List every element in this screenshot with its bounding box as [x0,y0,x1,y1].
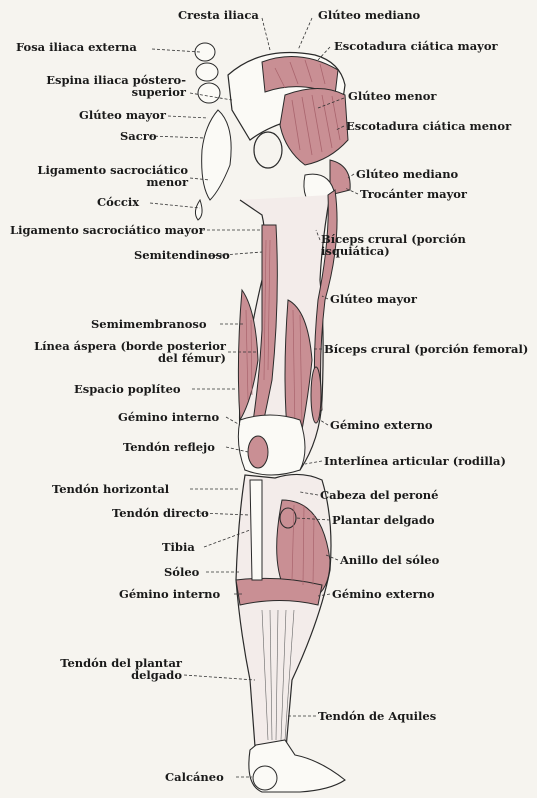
label-gemino-interno-top: Gémino interno [118,411,219,423]
label-tendon-directo: Tendón directo [112,507,209,519]
label-plantar-delgado: Plantar delgado [332,514,435,526]
label-ligamento-menor-line2: menor [18,176,188,188]
label-cabeza-perone: Cabeza del peroné [320,489,438,501]
label-linea-aspera: Línea áspera (borde posterior del fémur) [18,340,226,364]
medial-head-knee [248,436,268,468]
label-trocanter-mayor: Trocánter mayor [360,188,467,200]
label-gemino-externo-bottom: Gémino externo [332,588,435,600]
label-tibia: Tibia [162,541,195,553]
obturator-ring [254,132,282,168]
label-tendon-plantar-line2: delgado [38,669,182,681]
label-escotadura-ciatica-mayor: Escotadura ciática mayor [334,40,498,52]
label-escotadura-ciatica-menor: Escotadura ciática menor [346,120,511,132]
label-coccix: Cóccix [97,196,139,208]
label-gemino-externo-top: Gémino externo [330,419,433,431]
label-semimembranoso: Semimembranoso [91,318,207,330]
label-tendon-aquiles: Tendón de Aquiles [318,710,436,722]
label-linea-aspera-line2: del fémur) [18,352,226,364]
label-tendon-reflejo: Tendón reflejo [123,441,215,453]
label-gluteo-menor: Glúteo menor [348,90,436,102]
label-anillo-soleo: Anillo del sóleo [340,554,439,566]
label-espina-iliaca: Espina iliaca póstero- superior [34,74,186,98]
label-soleo: Sóleo [164,566,199,578]
label-tendon-plantar: Tendón del plantar delgado [38,657,182,681]
calcaneus [253,766,277,790]
tibia [250,480,262,580]
gastrocnemius-band [236,578,322,605]
label-gluteo-mayor-right: Glúteo mayor [330,293,417,305]
label-semitendinoso: Semitendinoso [134,249,230,261]
gastroc-lateral-head-upper [311,367,321,423]
label-ligamento-menor: Ligamento sacrociático menor [18,164,188,188]
label-interlinea-articular: Interlínea articular (rodilla) [324,455,506,467]
popliteal-region [238,415,305,475]
label-ligamento-mayor: Ligamento sacrociático mayor [10,224,205,236]
label-biceps-femoral: Bíceps crural (porción femoral) [324,343,528,355]
label-gemino-interno-bottom: Gémino interno [119,588,220,600]
label-tendon-horizontal: Tendón horizontal [52,483,169,495]
label-gluteo-mediano-right: Glúteo mediano [356,168,458,180]
label-espina-iliaca-line2: superior [34,86,186,98]
label-biceps-isquiatica: Bíceps crural (porción isquiática) [321,233,466,257]
label-gluteo-mediano-top: Glúteo mediano [318,9,420,21]
label-gluteo-mayor-left: Glúteo mayor [79,109,166,121]
label-cresta-iliaca: Cresta iliaca [178,9,259,21]
label-calcaneo: Calcáneo [165,771,224,783]
sacrum [195,43,231,220]
label-fosa-iliaca-externa: Fosa iliaca externa [16,41,137,53]
label-espacio-popliteo: Espacio poplíteo [74,383,181,395]
label-sacro: Sacro [120,130,157,142]
label-biceps-isquiatica-line2: isquiática) [321,245,466,257]
